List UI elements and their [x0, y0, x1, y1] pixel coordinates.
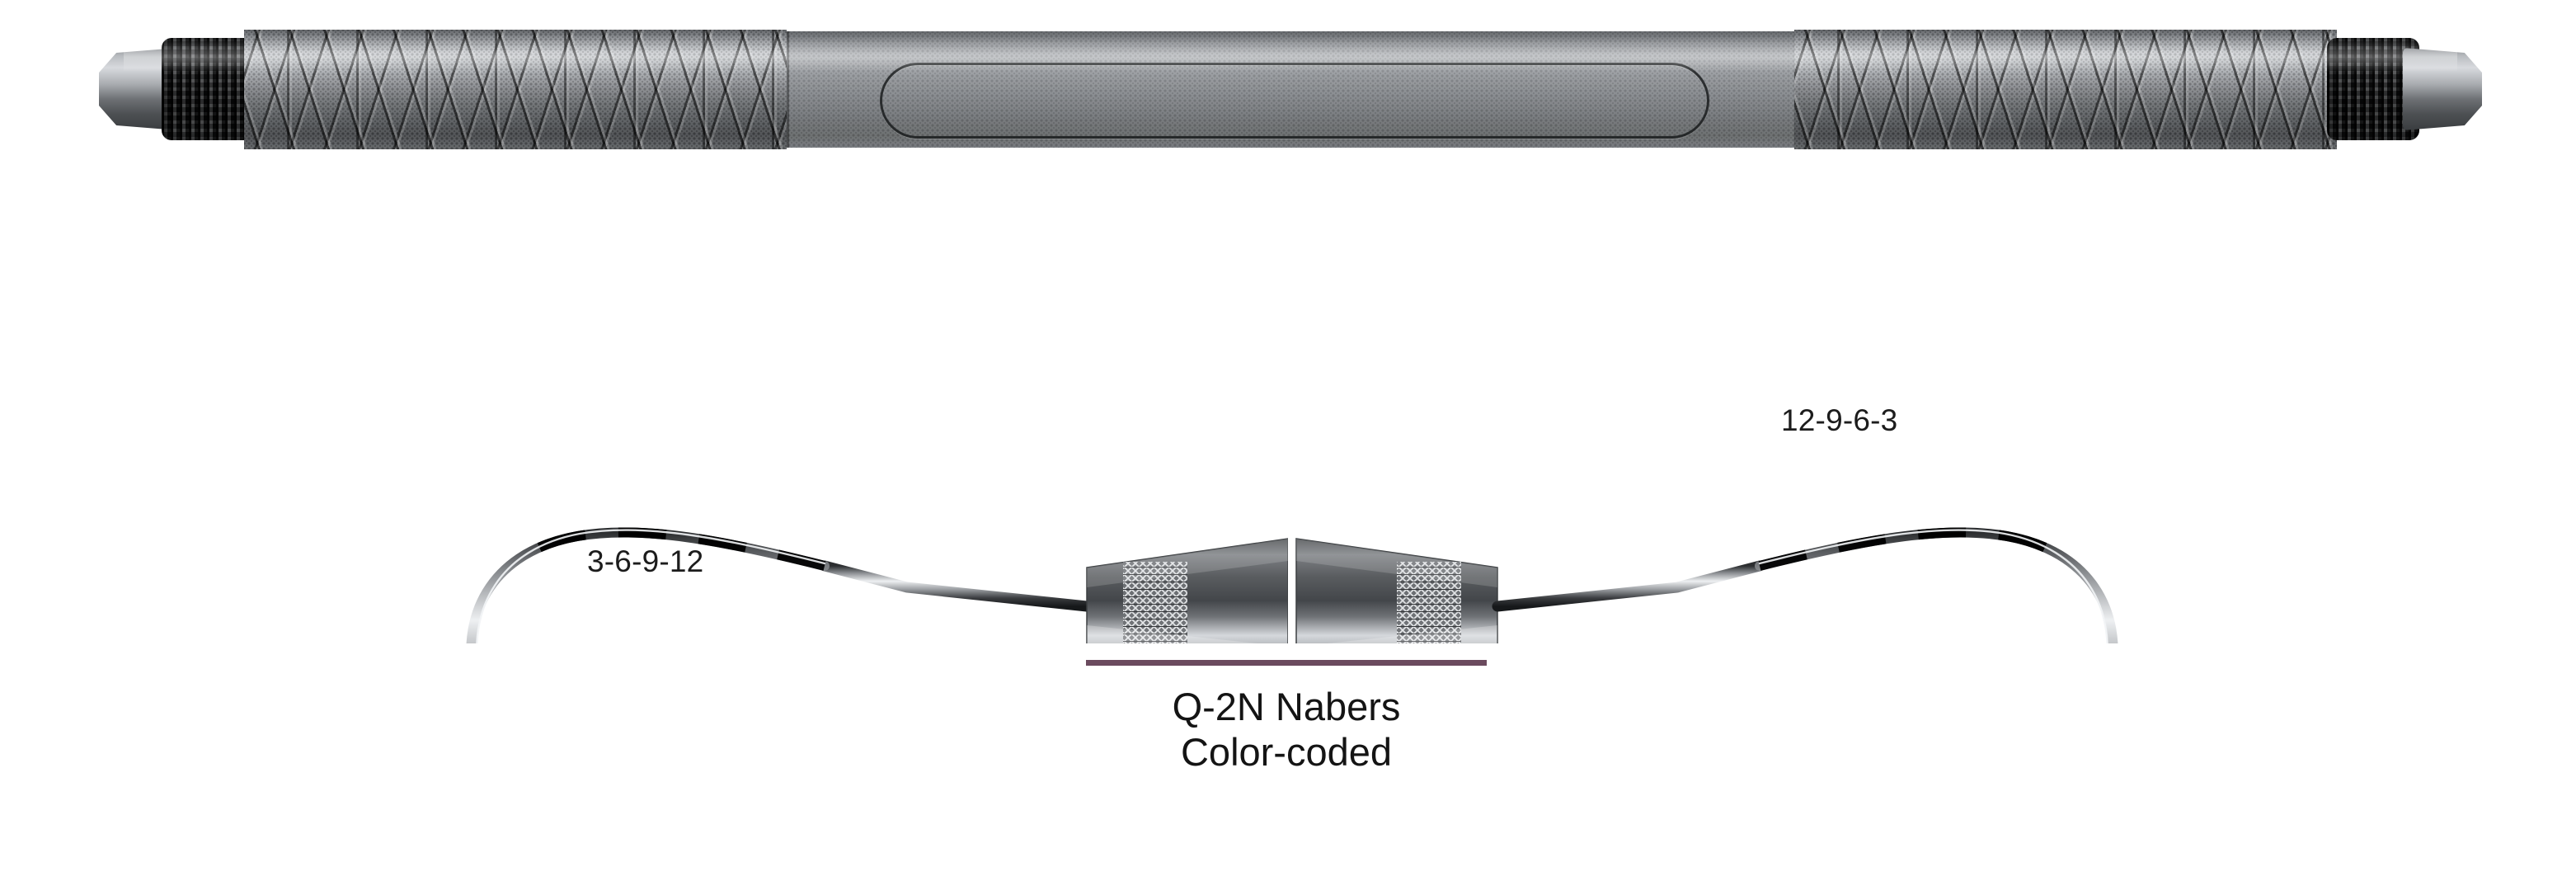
right-probe-color-bands [1758, 527, 2118, 643]
left-collar-knurl-band [1123, 562, 1187, 643]
handle-center-band [787, 31, 1799, 148]
instrument-handle [0, 0, 2576, 190]
working-ends-illustration [0, 363, 2576, 643]
handle-right-grip [1794, 30, 2337, 149]
right-collar-bottom-highlight [1327, 625, 1497, 643]
handle-left-black-collar [162, 38, 254, 140]
right-probe-curve [1755, 527, 2118, 643]
caption-accent-rule [1086, 660, 1487, 666]
right-shank [1492, 560, 1765, 612]
left-collar-bottom-highlight [1087, 625, 1257, 643]
right-collar-top-highlight [1296, 539, 1497, 587]
product-subtitle: Color-coded [1180, 730, 1393, 775]
right-probe-highlight [1758, 529, 2108, 643]
handle-body [99, 30, 2482, 149]
product-name: Q-2N Nabers [1172, 685, 1401, 728]
right-end-cap-shape [2403, 48, 2482, 130]
handle-right-end-cap [2403, 48, 2482, 130]
engraved-cartouche-panel [880, 63, 1709, 139]
right-working-end [1492, 527, 2118, 643]
left-probe-color-bands [466, 527, 826, 643]
left-tip-marking-label: 3-6-9-12 [587, 544, 704, 578]
left-collar-top-highlight [1087, 539, 1288, 587]
left-working-end [466, 527, 1093, 643]
product-caption: Q-2N Nabers Color-coded [932, 660, 1641, 775]
center-collar-assembly [1086, 535, 1498, 643]
left-shank [819, 560, 1093, 612]
right-tip-marking-label: 12-9-6-3 [1781, 403, 1898, 437]
right-collar-knurl-band [1397, 562, 1461, 643]
handle-left-grip [244, 30, 787, 149]
left-probe-highlight [476, 529, 826, 643]
working-ends-svg [466, 527, 2118, 643]
collar-separation-gap [1288, 535, 1296, 643]
